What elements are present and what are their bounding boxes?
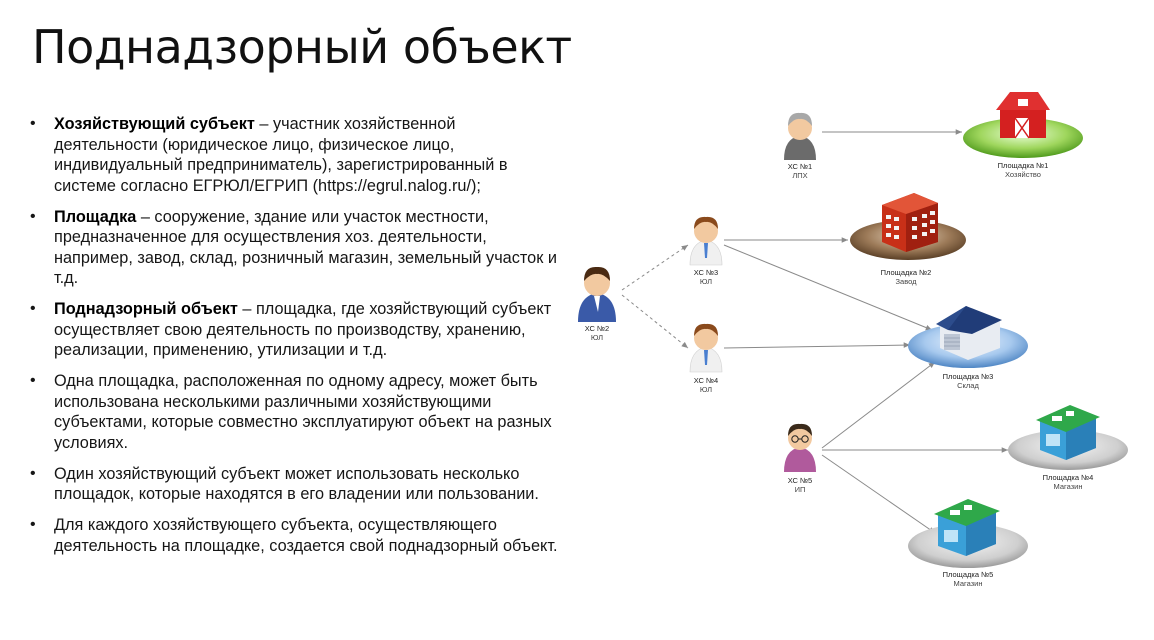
site-type: Завод <box>896 277 918 286</box>
link-hs5-site3 <box>821 361 936 449</box>
site-type: Хозяйство <box>1005 170 1041 179</box>
subject-label: ХС №4 <box>694 376 718 385</box>
bullet-object-creation: Для каждого хозяйствующего субъекта, осу… <box>28 515 558 556</box>
subject-hs5: ХС №5 ИП <box>784 423 816 494</box>
site-label: Площадка №4 <box>1043 473 1094 482</box>
subject-type: ИП <box>795 485 806 494</box>
site-type: Магазин <box>954 579 983 588</box>
connector-lines <box>621 129 1008 534</box>
bullet-multiple-sites: Один хозяйствующий субъект может использ… <box>28 464 558 505</box>
barn-icon <box>996 92 1050 139</box>
site-5: Площадка №5 Магазин <box>908 499 1028 588</box>
subject-hs1: ХС №1 ЛПХ <box>784 112 816 180</box>
subject-label: ХС №5 <box>788 476 812 485</box>
site-label: Площадка №5 <box>943 570 994 579</box>
person-icon <box>689 323 723 373</box>
definition-list: Хозяйствующий субъект – участник хозяйст… <box>28 114 558 567</box>
subject-hs3: ХС №3 ЮЛ <box>689 216 723 286</box>
warehouse-icon <box>936 306 1002 360</box>
bullet-term: Площадка <box>54 207 137 226</box>
site-label: Площадка №2 <box>881 268 932 277</box>
bullet-text: Один хозяйствующий субъект может использ… <box>54 464 539 504</box>
subject-label: ХС №1 <box>788 162 812 171</box>
bullet-term: Хозяйствующий субъект <box>54 115 255 133</box>
bullet-term: Поднадзорный объект <box>54 300 238 318</box>
link-hs4-site3 <box>723 342 911 349</box>
shop-icon <box>1036 405 1100 460</box>
person-icon <box>689 216 723 266</box>
bullet-text: – участник хозяйственной деятельности (ю… <box>54 115 508 195</box>
factory-icon <box>882 193 938 252</box>
subject-label: ХС №3 <box>694 268 718 277</box>
site-2: Площадка №2 Завод <box>850 193 966 286</box>
site-type: Магазин <box>1054 482 1083 491</box>
bullet-business-entity: Хозяйствующий субъект – участник хозяйст… <box>28 114 558 196</box>
subject-type: ЛПХ <box>792 171 807 180</box>
bullet-shared-site: Одна площадка, расположенная по одному а… <box>28 371 558 453</box>
site-3: Площадка №3 Склад <box>908 306 1028 390</box>
person-icon <box>578 266 616 322</box>
link-hs5-site5 <box>821 454 936 534</box>
site-1: Площадка №1 Хозяйство <box>963 92 1083 179</box>
site-label: Площадка №3 <box>943 372 994 381</box>
link-hs2-hs3 <box>621 244 689 291</box>
bullet-text: Одна площадка, расположенная по одному а… <box>54 372 552 452</box>
subject-label: ХС №2 <box>585 324 609 333</box>
person-icon <box>784 112 816 160</box>
bullet-text: – сооружение, здание или участок местнос… <box>54 207 557 288</box>
bullet-text: – площадка, где хозяйствующий субъект ос… <box>54 300 552 359</box>
site-4: Площадка №4 Магазин <box>1008 405 1128 491</box>
subject-type: ЮЛ <box>591 333 603 342</box>
bullet-text: Для каждого хозяйствующего субъекта, осу… <box>54 516 558 555</box>
subject-hs2: ХС №2 ЮЛ <box>578 266 616 342</box>
site-label: Площадка №1 <box>998 161 1049 170</box>
link-hs3-site3 <box>723 244 933 331</box>
link-hs2-hs4 <box>621 294 689 349</box>
subject-type: ЮЛ <box>700 385 712 394</box>
site-type: Склад <box>957 381 979 390</box>
page-title: Поднадзорный объект <box>32 20 572 74</box>
shop-icon <box>934 499 1000 556</box>
bullet-supervised-object: Поднадзорный объект – площадка, где хозя… <box>28 299 558 361</box>
subject-type: ЮЛ <box>700 277 712 286</box>
bullet-site: Площадка – сооружение, здание или участо… <box>28 207 558 289</box>
subject-hs4: ХС №4 ЮЛ <box>689 323 723 394</box>
relationship-diagram: ХС №1 ЛПХ ХС №2 ЮЛ ХС №3 ЮЛ ХС № <box>578 92 1128 588</box>
person-icon <box>784 423 816 472</box>
